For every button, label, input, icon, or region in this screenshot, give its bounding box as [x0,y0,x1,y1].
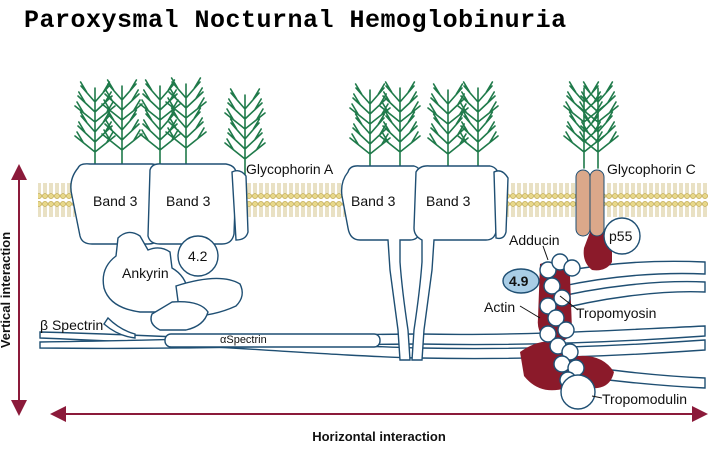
band3-dimer-left [70,163,249,245]
actin-monomer [539,261,557,279]
glycan-frond [165,77,207,165]
actin-filament [539,253,585,389]
glycan-frond [101,79,143,167]
label-alpha-spectrin: αSpectrin [220,334,267,346]
glycan-frond [139,79,181,167]
actin-monomer [543,277,561,295]
actin-monomer [557,321,575,339]
glycan-chains [74,77,619,176]
label-band3-3: Band 3 [351,193,396,209]
ankyrin-complex [102,231,243,339]
label-protein-4-9: 4.9 [509,273,529,289]
junctional-complex [502,169,641,410]
label-band3-4: Band 3 [426,193,471,209]
label-p55: p55 [609,228,633,244]
label-beta-spectrin: β Spectrin [40,317,103,333]
label-actin: Actin [484,299,515,315]
label-tropomyosin: Tropomyosin [576,305,656,321]
band3-dimer-middle [340,165,509,361]
actin-monomer [563,259,581,277]
actin-monomer [539,297,557,315]
label-tropomodulin: Tropomodulin [602,391,687,407]
horizontal-axis-label: Horizontal interaction [312,429,446,444]
actin-monomer [547,309,565,327]
actin-monomer [561,343,579,361]
glycan-frond [457,81,499,169]
label-glycophorin-c: Glycophorin C [607,161,696,177]
label-protein-4-2: 4.2 [188,248,208,264]
label-glycophorin-a: Glycophorin A [246,161,334,177]
glycan-frond [349,83,391,171]
label-band3-2: Band 3 [166,193,211,209]
vertical-axis-label: Vertical interaction [0,232,13,348]
label-ankyrin: Ankyrin [122,265,169,281]
label-adducin: Adducin [509,232,560,248]
actin-monomer [539,325,557,343]
glycan-frond [577,81,619,169]
glycan-frond [224,88,266,176]
glycan-frond [427,83,469,171]
page-title: Paroxysmal Nocturnal Hemoglobinuria [24,6,567,35]
label-band3-1: Band 3 [93,193,138,209]
leader-lines [519,245,603,399]
glycan-frond [379,81,421,169]
protein-4-9 [502,268,540,294]
